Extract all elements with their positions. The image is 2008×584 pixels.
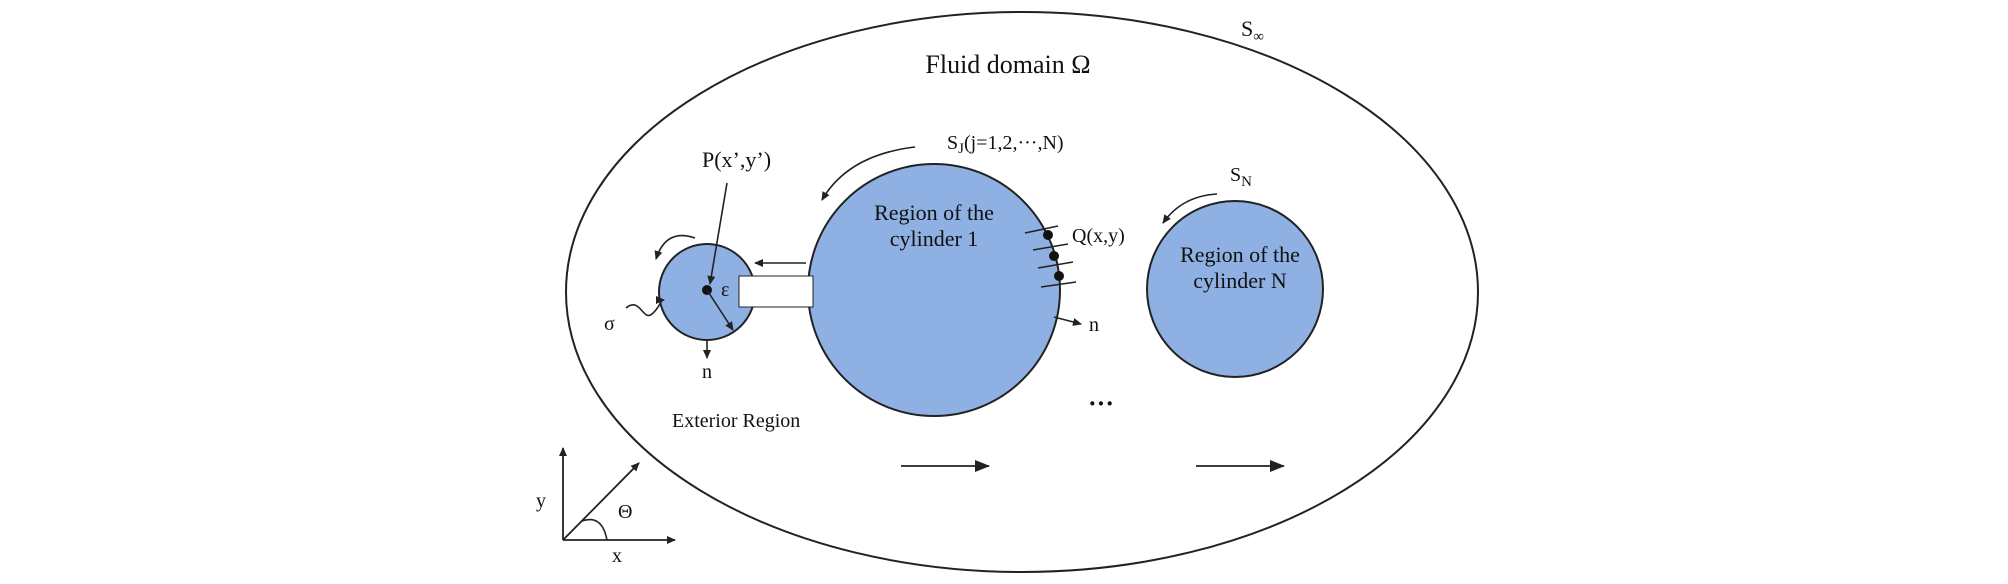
cylinder-n-label-line1: Region of the bbox=[1180, 242, 1300, 267]
epsilon-label: ε bbox=[721, 279, 729, 301]
q-dot-3 bbox=[1054, 271, 1064, 281]
domain-title: Fluid domain Ω bbox=[925, 50, 1090, 79]
cylinders-ellipsis: ··· bbox=[1088, 389, 1114, 418]
q-dot-2 bbox=[1049, 251, 1059, 261]
small-circle-direction-arrow bbox=[654, 234, 696, 260]
theta-label: Θ bbox=[618, 501, 632, 523]
axis-y-label: y bbox=[536, 490, 546, 512]
exterior-region-label: Exterior Region bbox=[672, 410, 800, 432]
q-tick-4 bbox=[1040, 281, 1077, 288]
incidence-direction-arrow bbox=[562, 462, 640, 541]
cylinder-n bbox=[1146, 200, 1324, 378]
q-tick-2 bbox=[1032, 243, 1069, 251]
epsilon-radius-arrow bbox=[706, 289, 734, 331]
cylinder-1-normal-label: n bbox=[1089, 314, 1099, 336]
theta-arc bbox=[581, 518, 608, 541]
connector-cut bbox=[738, 275, 814, 308]
s-j-label: SJ(j=1,2,···,N) bbox=[947, 132, 1064, 157]
s-infinity-label: S∞ bbox=[1241, 16, 1264, 45]
cylinder-n-label-line2: cylinder N bbox=[1193, 268, 1287, 293]
s-n-direction-arrow bbox=[1162, 193, 1218, 224]
s-n-label: SN bbox=[1230, 164, 1252, 190]
point-p-pointer bbox=[707, 182, 728, 285]
cylinder-1-label-line2: cylinder 1 bbox=[890, 226, 979, 251]
q-dot-1 bbox=[1043, 230, 1053, 240]
s-j-direction-arrow bbox=[821, 146, 916, 201]
point-q-label: Q(x,y) bbox=[1072, 225, 1125, 247]
small-circle-normal-label: n bbox=[702, 361, 712, 383]
sigma-label: σ bbox=[604, 313, 615, 335]
outer-boundary-ellipse bbox=[565, 11, 1479, 573]
q-tick-1 bbox=[1024, 225, 1059, 234]
point-p-label: P(x’,y’) bbox=[702, 147, 771, 172]
q-tick-3 bbox=[1037, 261, 1074, 269]
sigma-pointer bbox=[625, 296, 665, 317]
cylinder-1-normal-arrow bbox=[1053, 316, 1082, 326]
axis-x-label: x bbox=[612, 545, 622, 567]
cylinder-1-label-line1: Region of the bbox=[874, 200, 994, 225]
